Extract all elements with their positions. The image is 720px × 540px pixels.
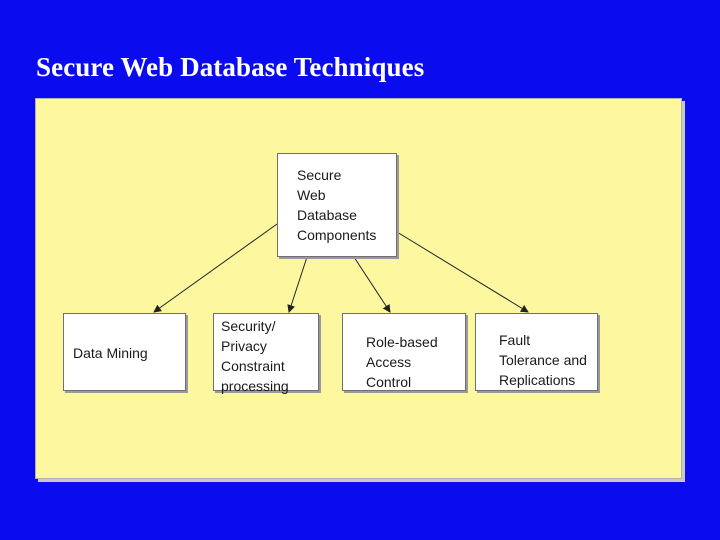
node-label: Secure Web Database Components bbox=[297, 167, 377, 243]
node-label: Security/ Privacy Constraint processing bbox=[221, 318, 289, 394]
diagram-edges bbox=[153, 223, 529, 313]
node-data-mining: Data Mining bbox=[63, 313, 186, 391]
edge-root-to-role-based bbox=[353, 256, 391, 313]
node-label: Role-based Access Control bbox=[366, 334, 438, 390]
node-fault-tolerance-replications: Fault Tolerance and Replications bbox=[475, 313, 598, 391]
node-role-based-access-control: Role-based Access Control bbox=[342, 313, 466, 391]
edge-root-to-fault-tolerance bbox=[396, 231, 529, 313]
edge-root-to-data-mining bbox=[153, 223, 278, 313]
node-secure-web-database-components: Secure Web Database Components bbox=[277, 153, 397, 257]
diagram-panel: Secure Web Database Components Data Mini… bbox=[35, 98, 682, 479]
slide-title: Secure Web Database Techniques bbox=[36, 52, 425, 82]
node-security-privacy-constraint: Security/ Privacy Constraint processing bbox=[213, 313, 319, 394]
node-label: Fault Tolerance and Replications bbox=[499, 332, 587, 388]
edge-root-to-security-privacy bbox=[287, 256, 308, 313]
node-label: Data Mining bbox=[73, 345, 148, 361]
